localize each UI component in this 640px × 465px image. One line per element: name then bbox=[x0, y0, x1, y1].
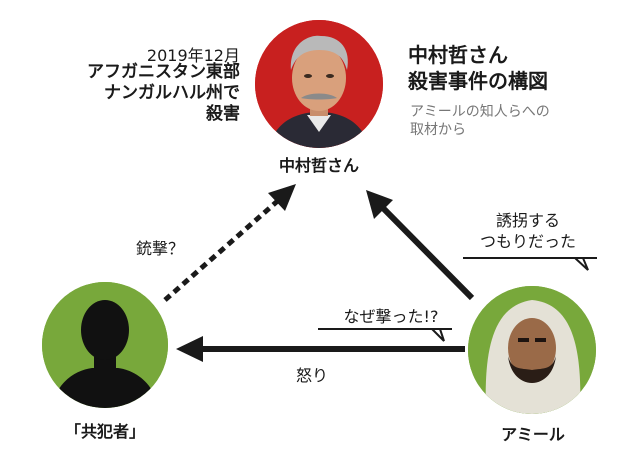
arrowhead-amir-to-nakamura bbox=[366, 190, 393, 219]
shoot-label: 銃撃？ bbox=[136, 239, 185, 258]
amir-name: アミール bbox=[501, 425, 565, 444]
why-shot-bubble-text: なぜ撃った!? bbox=[343, 307, 439, 326]
incident-place: アフガニスタン東部 ナンガルハル州で 殺害 bbox=[87, 62, 240, 124]
bubble-kidnap-outline bbox=[463, 257, 597, 271]
arrow-amir-to-nakamura bbox=[379, 204, 475, 301]
kidnap-bubble-text: 誘拐する つもりだった bbox=[479, 211, 576, 251]
bubble-why-outline bbox=[318, 328, 452, 342]
nakamura-name: 中村哲さん bbox=[278, 156, 359, 175]
diagram-title: 中村哲さん 殺害事件の構図 bbox=[408, 43, 548, 93]
nakamura-photo-icon bbox=[255, 20, 383, 148]
incident-date: 2019年12月 bbox=[146, 46, 240, 65]
silhouette-icon bbox=[42, 282, 168, 408]
amir-portrait bbox=[468, 286, 596, 414]
accomplice-name: 「共犯者」 bbox=[64, 422, 145, 441]
arrowhead-anger bbox=[176, 336, 203, 362]
amir-photo-icon bbox=[468, 286, 596, 414]
anger-label: 怒り bbox=[296, 366, 329, 385]
nakamura-portrait bbox=[255, 20, 383, 148]
arrowhead-shoot bbox=[268, 184, 296, 211]
accomplice-portrait bbox=[42, 282, 168, 408]
diagram-source: アミールの知人らへの 取材から bbox=[410, 104, 550, 138]
arrow-shoot-dotted bbox=[163, 196, 283, 302]
